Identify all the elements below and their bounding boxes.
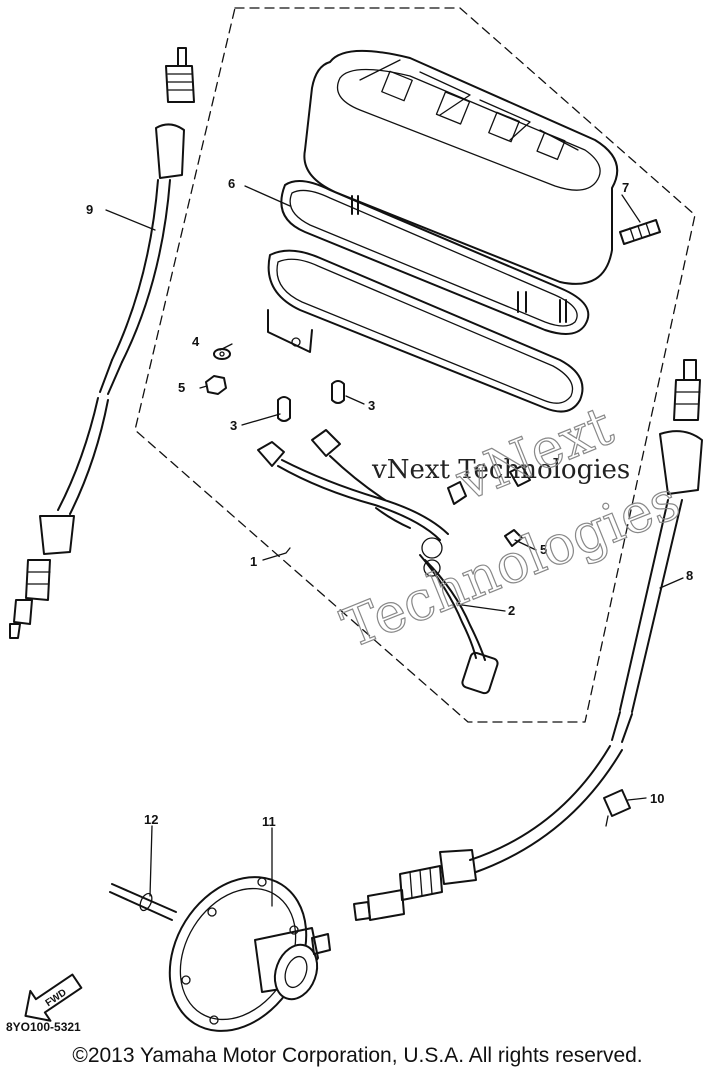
washer-part-5 [205, 375, 227, 395]
gear-housing-part-11 [168, 876, 331, 1032]
harness-part-2 [257, 429, 499, 695]
gasket-part-6 [280, 180, 590, 335]
callout-5a: 5 [178, 380, 185, 395]
watermark-line1: vNext Technologies [371, 455, 630, 485]
callout-2: 2 [508, 603, 515, 618]
callout-9: 9 [86, 202, 93, 217]
bulb-part-3a [277, 396, 291, 422]
callout-4: 4 [192, 334, 200, 349]
callout-8: 8 [686, 568, 693, 583]
leader-lines [105, 185, 684, 907]
meter-case [303, 49, 619, 323]
callout-7: 7 [622, 180, 629, 195]
meter-bracket [267, 249, 584, 413]
screw-part-7 [619, 219, 661, 245]
bulb-right [447, 465, 531, 547]
watermark: vNext Technologies vNext Technologies [332, 393, 688, 661]
assembly-boundary [134, 7, 696, 723]
callout-10: 10 [650, 791, 664, 806]
cable-part-8 [353, 359, 703, 921]
clip-part-10 [603, 789, 631, 827]
callout-3b: 3 [368, 398, 375, 413]
callout-3a: 3 [230, 418, 237, 433]
callout-12: 12 [144, 812, 158, 827]
pin-part-12 [109, 883, 177, 921]
copyright-notice: ©2013 Yamaha Motor Corporation, U.S.A. A… [72, 1044, 643, 1067]
callout-1: 1 [250, 554, 257, 569]
nut-part-4 [213, 348, 231, 360]
callout-11: 11 [262, 814, 276, 829]
part-code: 8YO100-5321 [6, 1020, 81, 1034]
cable-part-9 [9, 47, 195, 639]
callout-6: 6 [228, 176, 235, 191]
callout-5b: 5 [540, 542, 547, 557]
bulb-part-3b [331, 380, 345, 404]
